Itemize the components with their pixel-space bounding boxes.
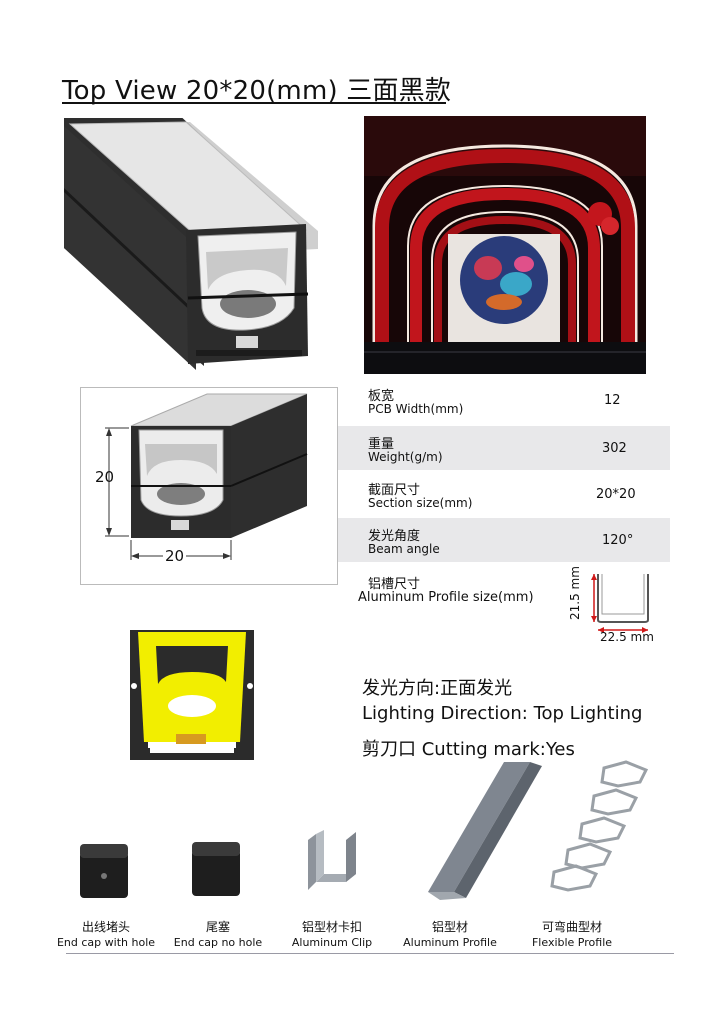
spec-value: 12 (604, 393, 621, 408)
dimension-drawing-box: 20 20 (80, 387, 338, 585)
product-3d-render (64, 118, 318, 370)
lighting-direction-cn: 发光方向:正面发光 (362, 678, 513, 699)
spec-label-en: Beam angle (368, 542, 440, 556)
accessory-label-cn: 可弯曲型材 (541, 920, 602, 934)
profile-width-label: 22.5 mm (600, 630, 654, 644)
spec-label-cn: 铝槽尺寸 (368, 577, 421, 592)
accessory-label-en: End cap with hole (56, 936, 156, 949)
width-dimension-label: 20 (163, 547, 187, 565)
spec-label-cn: 板宽 (368, 389, 395, 404)
end-cap-icon (192, 842, 240, 896)
accessory-label-cn: 铝型材卡扣 (301, 920, 362, 934)
aluminum-clip-icon (308, 830, 356, 890)
accessory-label-en: End cap no hole (173, 936, 263, 949)
spec-label-cn: 重量 (368, 437, 395, 452)
flexible-profile-icon (550, 760, 649, 892)
spec-label-en: PCB Width(mm) (368, 402, 464, 416)
spec-row-pcb-width: 板宽 PCB Width(mm) 12 (338, 378, 670, 422)
spec-row-beam-angle: 发光角度 Beam angle 120° (338, 518, 670, 562)
spec-row-section-size: 截面尺寸 Section size(mm) 20*20 (338, 472, 670, 516)
end-cap-hole-icon (80, 844, 128, 898)
footer-divider (66, 953, 674, 954)
spec-label-en: Weight(g/m) (368, 450, 443, 464)
spec-label-cn: 发光角度 (368, 529, 421, 544)
accessory-label-en: Flexible Profile (531, 936, 613, 949)
spec-label-en: Aluminum Profile size(mm) (358, 590, 534, 605)
aluminum-profile-icon (428, 762, 542, 900)
spec-label-en: Section size(mm) (368, 496, 473, 510)
accessory-label-cn: 铝型材 (431, 920, 468, 934)
profile-height-label: 21.5 mm (568, 566, 582, 620)
accessory-label-cn: 出线堵头 (81, 920, 130, 934)
spec-value: 20*20 (596, 487, 636, 502)
installation-photo (364, 116, 646, 374)
lighting-direction-en: Lighting Direction: Top Lighting (362, 703, 643, 724)
dimension-drawing (105, 393, 308, 560)
height-dimension-label: 20 (95, 468, 115, 486)
spec-value: 120° (602, 533, 634, 548)
accessory-label-en: Aluminum Clip (291, 936, 373, 949)
cross-section-diagram (130, 630, 254, 760)
spec-row-weight: 重量 Weight(g/m) 302 (338, 426, 670, 470)
accessory-label-en: Aluminum Profile (403, 936, 497, 949)
spec-label-cn: 截面尺寸 (368, 483, 421, 498)
title-underline (62, 102, 446, 104)
spec-value: 302 (602, 441, 627, 456)
aluminum-profile-drawing (591, 574, 649, 633)
page-title: Top View 20*20(mm) 三面黑款 (62, 76, 452, 106)
cutting-mark-text: 剪刀口 Cutting mark:Yes (362, 739, 575, 760)
spec-row-aluminum-profile: 铝槽尺寸 Aluminum Profile size(mm) (338, 566, 670, 610)
accessory-label-cn: 尾塞 (205, 920, 230, 934)
